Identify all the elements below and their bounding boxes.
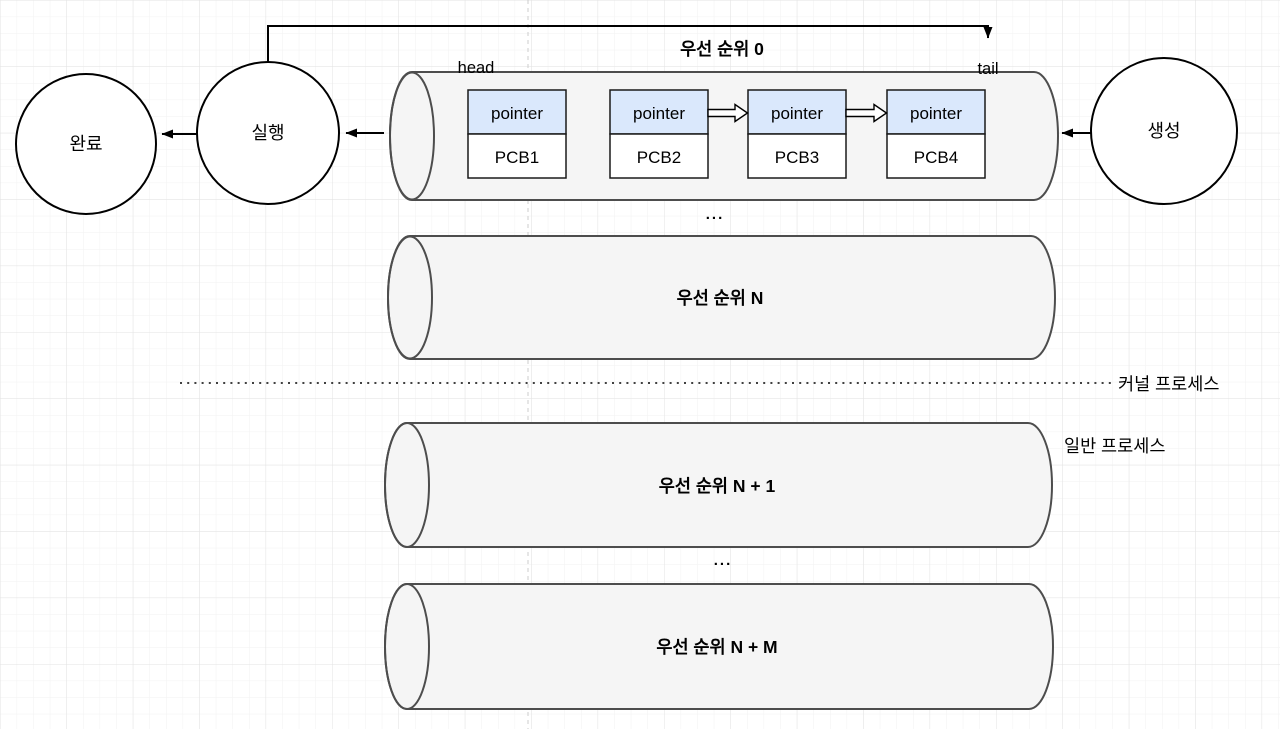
queue-priority-n1: 우선 순위 N + 1 [383, 422, 1054, 548]
pcb-node-2-body-cell [609, 133, 709, 179]
pcb-node-1: pointer PCB1 [467, 89, 567, 179]
pcb-node-3-body-cell [747, 133, 847, 179]
priority-n1-cylinder-left-cap [384, 422, 430, 548]
ellipsis-kernel-queues: ... [706, 206, 725, 223]
pcb-node-1-label: PCB1 [495, 148, 539, 167]
pcb-node-1-pointer-label: pointer [491, 104, 543, 123]
pcb-node-2: pointer PCB2 [609, 89, 709, 179]
pcb-node-2-label: PCB2 [637, 148, 681, 167]
pcb-node-1-body-cell [467, 133, 567, 179]
pcb-node-4: pointer PCB4 [886, 89, 986, 179]
pcb-node-4-pointer-label: pointer [910, 104, 962, 123]
pcb-node-3-label: PCB3 [775, 148, 819, 167]
ellipsis-user-queues: ... [714, 552, 733, 569]
priority-n-title: 우선 순위 N [677, 288, 764, 308]
link-arrow-pcb2-pcb3 [707, 103, 749, 123]
created-circle [1090, 57, 1238, 205]
done-circle [15, 73, 157, 215]
pcb-node-4-label: PCB4 [914, 148, 958, 167]
state-done: 완료 [15, 73, 157, 215]
pcb-node-1-pointer-cell [467, 89, 567, 135]
user-process-label: 일반 프로세스 [1064, 436, 1165, 456]
state-created: 생성 [1090, 57, 1238, 205]
priority-0-cylinder-left-cap [389, 71, 435, 201]
priority-0-title: 우선 순위 0 [680, 39, 764, 59]
queue-priority-n: 우선 순위 N [386, 235, 1057, 360]
queue-priority-nm: 우선 순위 N + M [383, 583, 1055, 710]
pcb-node-2-pointer-label: pointer [633, 104, 685, 123]
created-label: 생성 [1147, 121, 1180, 141]
tail-label: tail [977, 60, 998, 78]
head-label: head [458, 59, 495, 77]
priority-nm-title: 우선 순위 N + M [656, 637, 777, 657]
kernel-process-label: 커널 프로세스 [1118, 374, 1219, 394]
pcb-node-3-pointer-label: pointer [771, 104, 823, 123]
pcb-node-3: pointer PCB3 [747, 89, 847, 179]
done-label: 완료 [69, 134, 102, 154]
state-running: 실행 [196, 61, 340, 205]
pcb-node-4-pointer-cell [886, 89, 986, 135]
arrow-running-back-to-tail [267, 25, 993, 62]
running-label: 실행 [251, 123, 284, 143]
priority-nm-cylinder-left-cap [384, 583, 430, 710]
link-arrow-pcb3-pcb4 [845, 103, 888, 123]
pcb-node-4-body-cell [886, 133, 986, 179]
priority-n-cylinder-left-cap [387, 235, 433, 360]
priority-n1-title: 우선 순위 N + 1 [659, 476, 776, 496]
pcb-node-3-pointer-cell [747, 89, 847, 135]
